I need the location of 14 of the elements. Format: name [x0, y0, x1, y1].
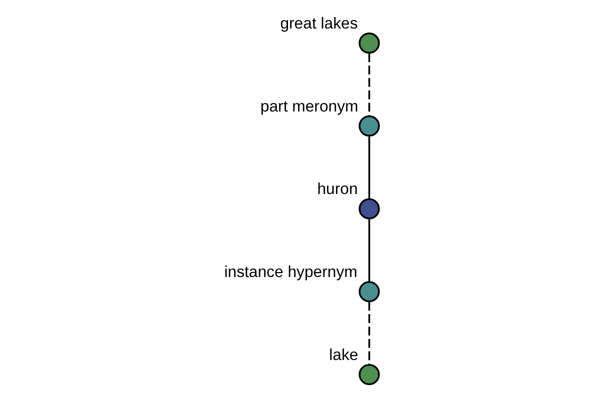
node-circle: [358, 364, 380, 386]
node-circle: [358, 32, 380, 54]
node-circle: [358, 115, 380, 137]
connector: [368, 136, 370, 199]
node-label: lake: [328, 346, 358, 364]
connector: [368, 302, 370, 365]
node-circle: [358, 281, 380, 302]
node-label: huron: [316, 181, 358, 198]
connector: [368, 53, 370, 116]
node-label: great lakes: [280, 15, 358, 32]
node-label: instance hypernym: [224, 264, 357, 282]
connector: [368, 219, 370, 282]
node-label: part meronym: [260, 98, 358, 116]
node-circle: [358, 198, 380, 220]
